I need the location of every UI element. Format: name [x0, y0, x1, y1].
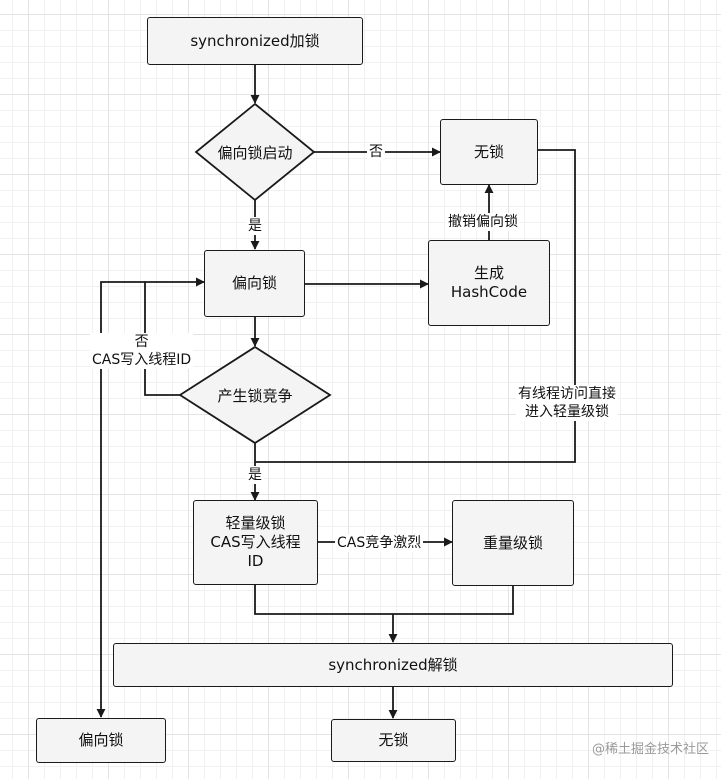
bias-check-label: 偏向锁启动: [217, 143, 293, 162]
lightweight-lock-node: 轻量级锁 CAS写入线程 ID: [193, 500, 318, 585]
contention-label: 产生锁竞争: [217, 386, 293, 405]
edge-nolock-to-lightweight: [255, 149, 576, 463]
biased-lock-bottom-node: 偏向锁: [36, 718, 166, 763]
edge-to-bottom-biased: [96, 281, 145, 718]
edge-label-thread-access: 有线程访问直接 进入轻量级锁: [516, 385, 618, 421]
edge-label-cas-fierce: CAS竞争激烈: [335, 534, 424, 552]
edge-label-no: 否: [367, 143, 385, 161]
heavyweight-lock-node: 重量级锁: [452, 500, 574, 586]
unlock-node: synchronized解锁: [113, 643, 673, 687]
edge-label-yes-top: 是: [246, 217, 264, 235]
edge-label-revoke-bias: 撤销偏向锁: [446, 213, 520, 231]
no-lock-bottom-node: 无锁: [331, 719, 456, 762]
contention-diamond: [178, 345, 332, 445]
watermark: @稀土掘金技术社区: [591, 742, 709, 757]
edge-label-yes-bottom: 是: [246, 466, 264, 484]
no-lock-top-node: 无锁: [440, 119, 538, 185]
edge-label-cas-write-fail: 否 CAS写入线程ID: [90, 333, 194, 369]
edge-merge-to-unlock: [254, 585, 514, 615]
biased-lock-node: 偏向锁: [204, 250, 305, 317]
start-node: synchronized加锁: [147, 17, 363, 65]
bias-check-diamond: [194, 102, 316, 202]
hashcode-node: 生成 HashCode: [428, 240, 550, 326]
